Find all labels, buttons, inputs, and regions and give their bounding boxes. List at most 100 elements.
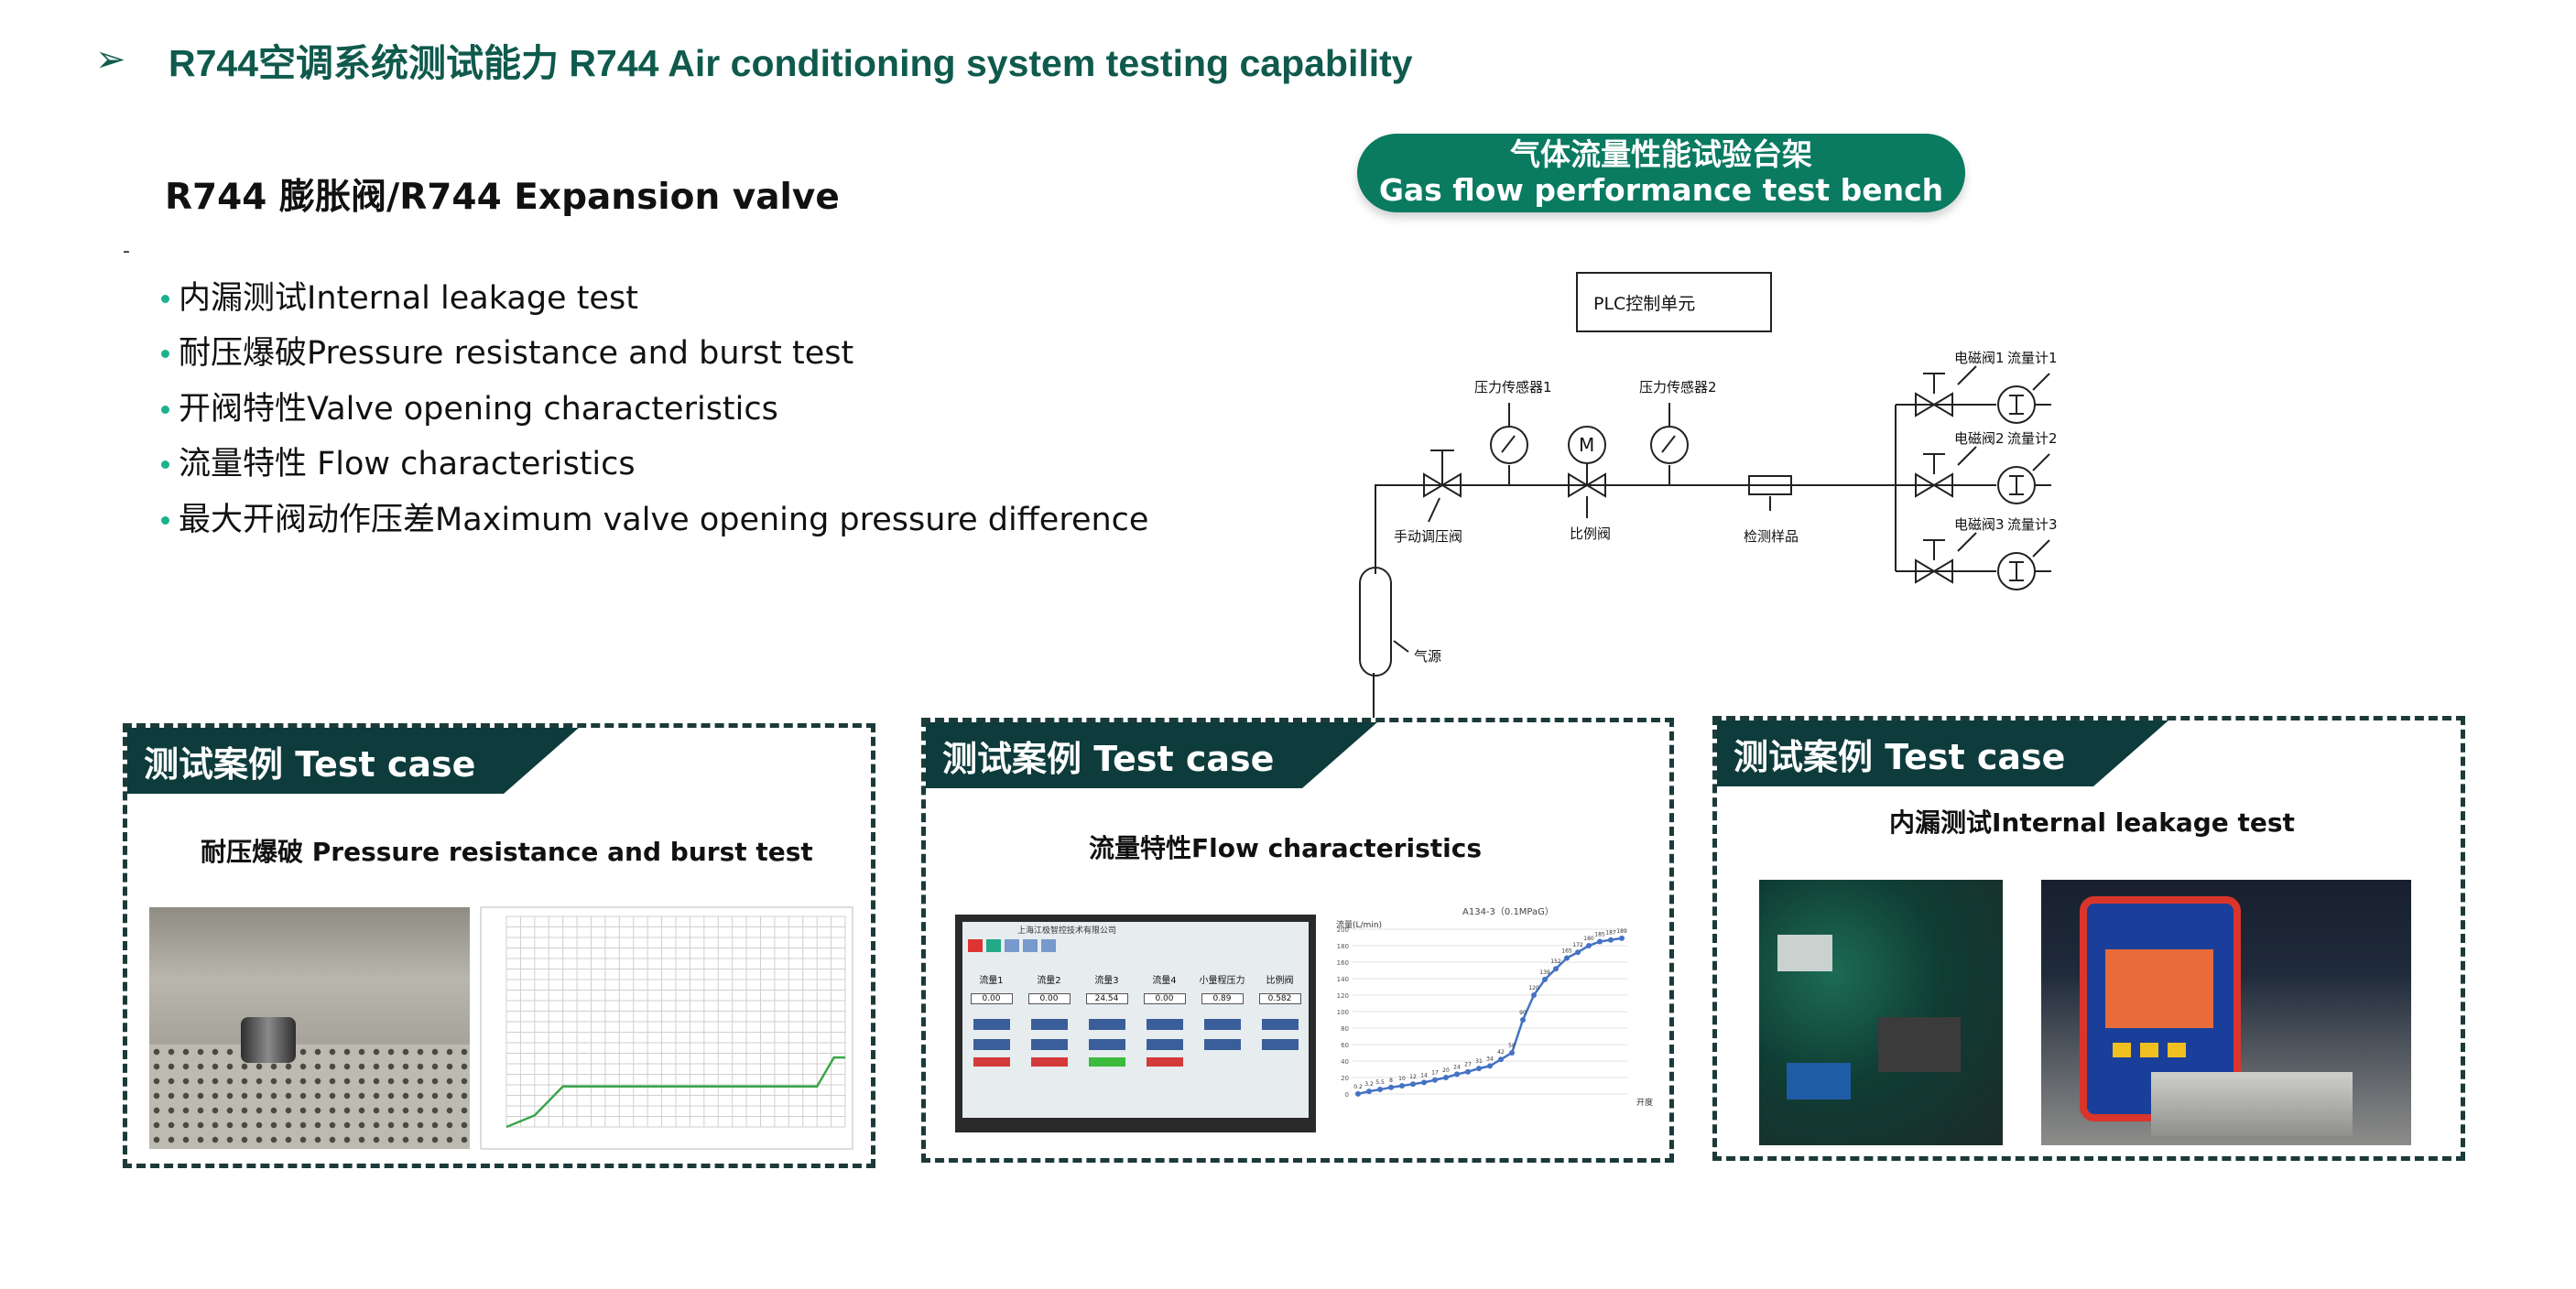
meter-button	[2168, 1043, 2186, 1057]
data-label: 90	[1519, 1010, 1527, 1016]
flow-chart-ylabel: 流量(L/min)	[1336, 919, 1382, 930]
hmi-button[interactable]	[1261, 1039, 1299, 1050]
panel-banner: 测试案例 Test case	[127, 728, 579, 794]
data-point	[1410, 1081, 1416, 1088]
data-label: 180	[1583, 936, 1594, 942]
data-point	[1432, 1077, 1438, 1083]
flow-characteristic-chart: A134-3（0.1MPaG） 流量(L/min) 开度 02040608010…	[1325, 902, 1664, 1143]
hmi-column-label: 流量2	[1037, 976, 1061, 986]
pressure-sensor-1-symbol	[1490, 426, 1528, 464]
list-item: 内漏测试Internal leakage test	[161, 267, 1148, 323]
data-point	[1487, 1063, 1493, 1069]
solenoid-valve-1-symbol	[1915, 392, 1953, 417]
data-point	[1531, 992, 1537, 998]
data-label: 187	[1605, 930, 1616, 937]
y-tick-label: 160	[1337, 959, 1349, 967]
hmi-button[interactable]	[973, 1019, 1010, 1030]
solenoid-valve-3-label: 电磁阀3	[1954, 516, 2005, 533]
data-point	[1465, 1068, 1471, 1075]
data-point	[1619, 935, 1625, 941]
hmi-button[interactable]	[1030, 1039, 1068, 1050]
data-label: 120	[1528, 985, 1539, 991]
bullet-icon	[161, 350, 169, 359]
header: ➢ R744空调系统测试能力 R744 Air conditioning sys…	[95, 27, 1413, 92]
flowmeter-3-label: 流量计3	[2007, 516, 2058, 533]
y-tick-label: 120	[1337, 992, 1349, 1000]
valve-sample	[241, 1017, 296, 1063]
list-item: 开阀特性Valve opening characteristics	[161, 378, 1148, 434]
hmi-value-field: 0.00	[1143, 993, 1186, 1004]
test-case-panel-leakage: 测试案例 Test case 内漏测试Internal leakage test	[1712, 716, 2465, 1161]
hmi-value-field: 24.54	[1085, 993, 1128, 1004]
data-point	[1377, 1087, 1383, 1093]
y-tick-label: 180	[1337, 943, 1349, 950]
manual-valve-label: 手动调压阀	[1394, 528, 1462, 545]
data-label: 3.2	[1364, 1081, 1374, 1088]
report-icon[interactable]	[1023, 939, 1038, 952]
flowmeter-1-label: 流量计1	[2007, 350, 2058, 366]
burst-chamber-photo	[149, 907, 470, 1149]
burst-pressure-series	[505, 1056, 845, 1129]
meter-display	[2105, 949, 2213, 1028]
pressure-sensor-2-label: 压力传感器2	[1639, 379, 1717, 395]
hmi-button[interactable]	[1203, 1039, 1241, 1050]
data-label: 50	[1508, 1043, 1516, 1049]
home-icon[interactable]	[968, 939, 983, 952]
panel-title: 内漏测试Internal leakage test	[1889, 807, 2295, 838]
data-point	[1586, 943, 1592, 948]
data-label: 27	[1464, 1062, 1472, 1068]
meter-button	[2113, 1043, 2131, 1057]
chart-icon[interactable]	[1005, 939, 1019, 952]
data-label: 5.5	[1375, 1079, 1385, 1086]
data-label: 14	[1420, 1072, 1428, 1078]
gear-icon[interactable]	[986, 939, 1001, 952]
hmi-value-field: 0.00	[1027, 993, 1071, 1004]
test-case-panel-flow: 测试案例 Test case 流量特性Flow characteristics …	[921, 718, 1674, 1163]
status-light	[973, 1057, 1010, 1067]
test-bench-schematic: PLC控制单元 压力传感器1 压力传感器2 M 手动调压阀 比例阀 检测样品 气…	[1359, 272, 2058, 732]
motor-label: M	[1579, 434, 1594, 456]
data-label: 20	[1442, 1067, 1450, 1074]
hmi-column-label: 小量程压力	[1199, 976, 1245, 986]
hmi-button[interactable]	[1088, 1039, 1125, 1050]
hmi-button[interactable]	[1203, 1019, 1241, 1030]
bench-title-en: Gas flow performance test bench	[1378, 172, 1944, 208]
mass-flow-meter-photo	[2041, 880, 2411, 1145]
hmi-column-label: 流量1	[979, 976, 1004, 986]
flow-chart-xlabel: 开度	[1636, 1097, 1653, 1108]
flowmeter-2-label: 流量计2	[2007, 430, 2058, 447]
data-label: 172	[1572, 942, 1583, 948]
bullet-icon	[161, 294, 169, 303]
data-point	[1454, 1071, 1460, 1078]
y-tick-label: 80	[1341, 1025, 1349, 1033]
hmi-column-label: 流量4	[1152, 976, 1177, 986]
hmi-button[interactable]	[973, 1039, 1010, 1050]
section-subtitle: R744 膨胀阀/R744 Expansion valve	[165, 177, 840, 218]
dash-mark: -	[123, 240, 130, 263]
y-tick-label: 0	[1345, 1091, 1349, 1099]
y-tick-label: 40	[1341, 1058, 1349, 1066]
hmi-window-title: 上海江极智控技术有限公司	[1017, 926, 1117, 936]
data-label: 10	[1398, 1076, 1406, 1082]
data-label: 0.2	[1353, 1084, 1363, 1090]
sample-symbol	[1748, 475, 1792, 495]
bench-title-cn: 气体流量性能试验台架	[1510, 136, 1812, 172]
hmi-button[interactable]	[1088, 1019, 1125, 1030]
gas-source-cylinder	[1359, 567, 1392, 677]
data-point	[1608, 937, 1614, 943]
bench-title-pill: 气体流量性能试验台架 Gas flow performance test ben…	[1357, 134, 1965, 212]
data-label: 139	[1539, 969, 1550, 976]
hmi-button[interactable]	[1030, 1019, 1068, 1030]
status-light	[1088, 1057, 1125, 1067]
test-list: 内漏测试Internal leakage test 耐压爆破Pressure r…	[161, 267, 1148, 545]
bullet-icon	[161, 460, 169, 470]
data-point	[1553, 966, 1559, 972]
hmi-button[interactable]	[1146, 1019, 1183, 1030]
data-label: 31	[1475, 1058, 1483, 1065]
data-point	[1542, 976, 1548, 982]
hmi-button[interactable]	[1261, 1019, 1299, 1030]
data-point	[1597, 938, 1603, 945]
hmi-button[interactable]	[1146, 1039, 1183, 1050]
edit-icon[interactable]	[1041, 939, 1056, 952]
